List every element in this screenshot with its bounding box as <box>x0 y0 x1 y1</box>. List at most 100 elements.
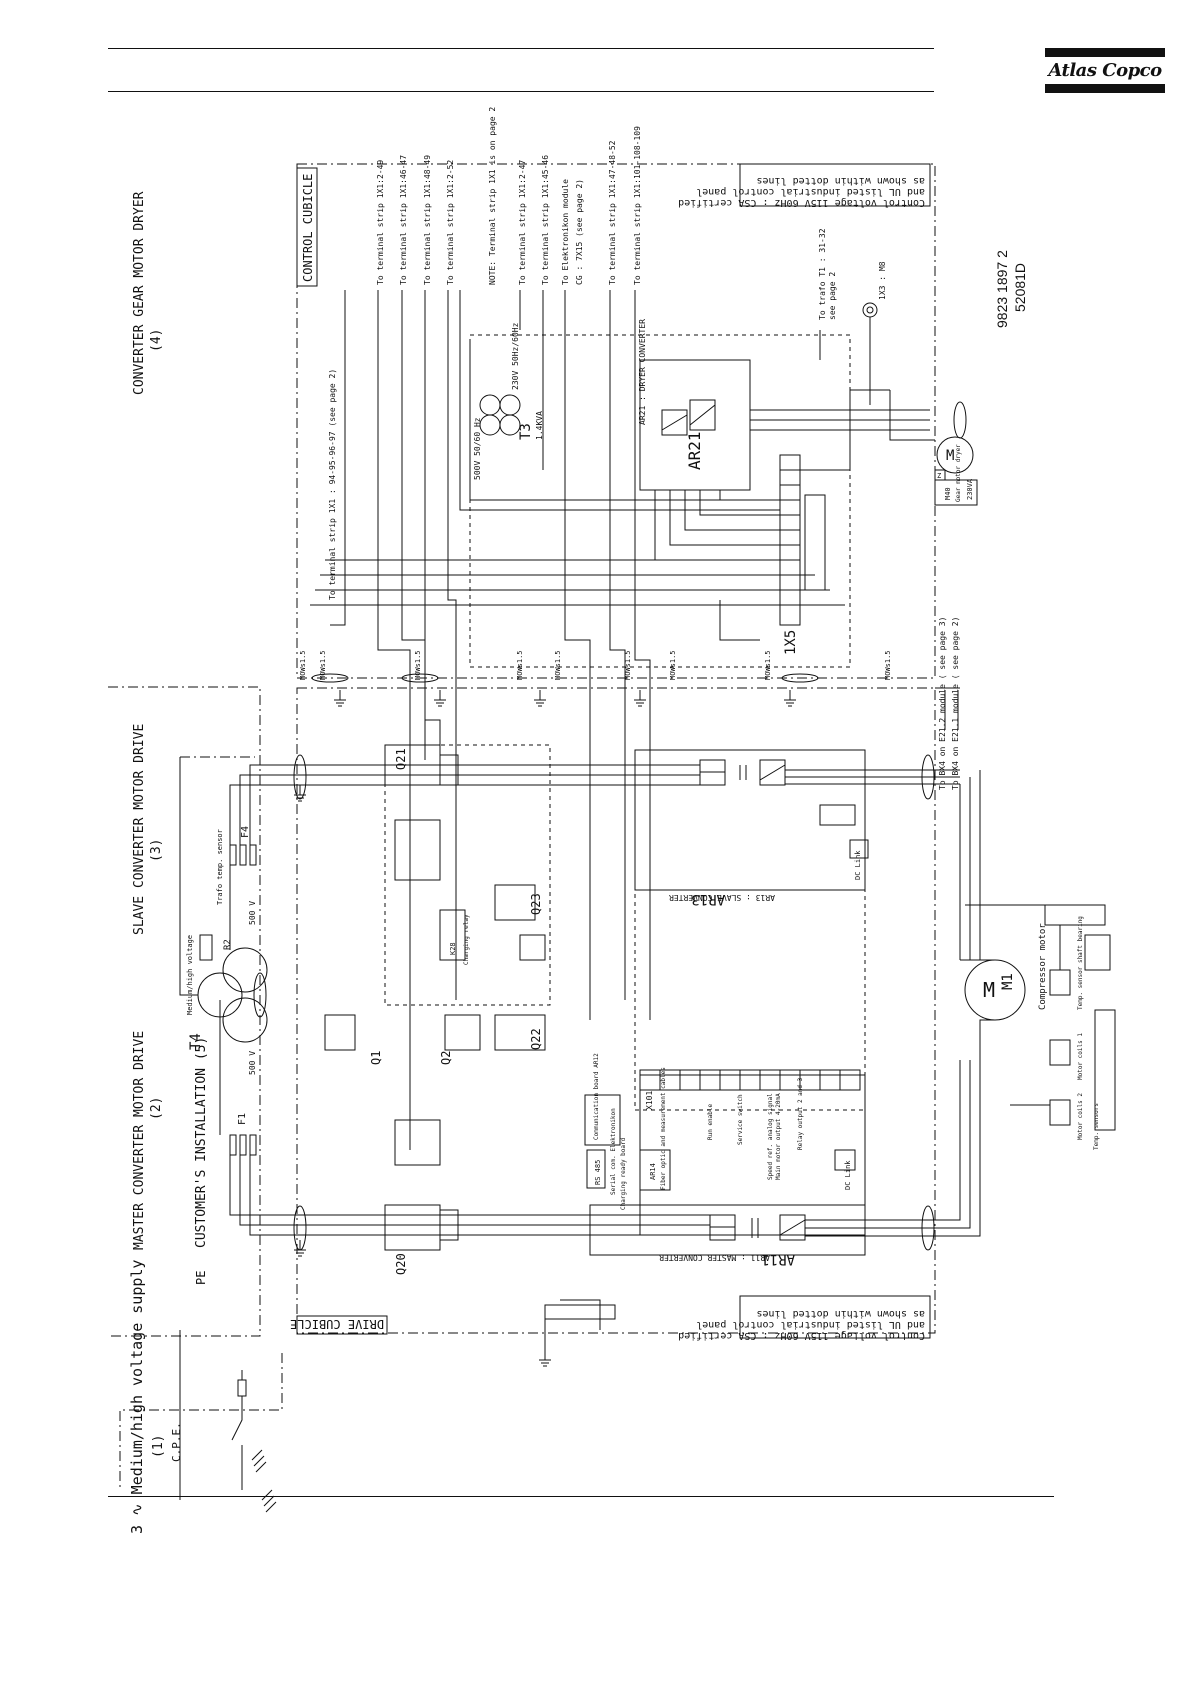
dryer-wire-5 <box>684 490 780 531</box>
m1-coil-sensor-2 <box>1049 1099 1071 1126</box>
m1-aux-box <box>1084 934 1111 971</box>
supply-feed <box>179 757 198 996</box>
atlas-copco-logo: Atlas Copco <box>1045 48 1165 94</box>
q1-label: Q1 <box>369 1051 383 1065</box>
header-rule-top <box>108 48 934 49</box>
slave-converter-area: AR13 AR13 : SLAVE CONVERTER DC Link <box>634 749 869 907</box>
z-label: Z <box>937 472 941 480</box>
terminal-ref-4: To terminal strip 1X1:2-52 <box>446 160 455 285</box>
master-bus-l2 <box>239 1155 710 1226</box>
trafo-page-ref: see page 2 <box>828 272 837 320</box>
m1-bearing-sensor <box>1049 969 1071 996</box>
supply-fuse <box>237 1379 247 1397</box>
fiber-label: Fiber optic and measurement cables <box>660 1067 667 1190</box>
ar21-rect-diag <box>661 414 688 431</box>
q20-label: Q20 <box>394 1253 408 1275</box>
gland-9 <box>953 401 967 439</box>
note-top-box <box>739 163 931 207</box>
m40-motor <box>936 436 974 474</box>
cable-label-2: MOWs1.5 <box>414 650 422 680</box>
drive-cubicle-box <box>296 1315 388 1335</box>
slave-num: (3) <box>149 839 164 862</box>
pe-label: PE <box>194 1271 208 1285</box>
dc-link-slave: DC Link <box>854 850 862 880</box>
drop-9 <box>634 290 651 1020</box>
master-num: (2) <box>149 1097 164 1120</box>
relay-panel-boundary <box>384 744 551 1006</box>
t4-desc: Medium/high voltage <box>186 935 194 1015</box>
ground-5 <box>784 690 796 707</box>
ar14-label: AR14 <box>649 1163 657 1180</box>
dryer-wire-6 <box>699 490 780 516</box>
x3-label: 1X3 : M8 <box>878 261 887 300</box>
dryer-wire-12 <box>719 600 760 641</box>
slave-label: SLAVE CONVERTER MOTOR DRIVE <box>132 724 147 935</box>
t4-label: T4 <box>188 1033 204 1050</box>
terminal-ref-9: To terminal strip 1X1:47-48-52 <box>608 140 617 285</box>
dryer-wire-1 <box>459 290 780 511</box>
x5-terminals <box>780 469 800 606</box>
ar11-desc: AR11 : MASTER CONVERTER <box>659 1253 770 1262</box>
supply-label: 3 ∿ Medium/high voltage supply <box>128 1260 146 1534</box>
cable-label-9: MOWs1.5 <box>299 650 307 680</box>
slave-bus-l3 <box>249 764 700 845</box>
k28-desc: Charging relay <box>463 914 470 965</box>
master-out-2 <box>805 1060 971 1229</box>
f1-fuse-c <box>249 1134 257 1156</box>
f4-fuse-b <box>239 844 247 866</box>
t4-winding-2 <box>222 997 268 1043</box>
f1-fuse-b <box>239 1134 247 1156</box>
t3-rating: 1.4KVA <box>535 411 544 440</box>
gland-5 <box>293 1205 307 1251</box>
cable-glands <box>253 401 967 1251</box>
strip-94-ref: To terminal strip 1X1 : 94-95-96-97 (see… <box>328 369 337 600</box>
f4-fuse-c <box>249 844 257 866</box>
m1-feed-master <box>979 1019 995 1060</box>
master-bus-l3 <box>249 1155 710 1236</box>
cable-label-3: MOWs1.5 <box>516 650 524 680</box>
ar21-box <box>639 359 751 491</box>
m40-feed <box>889 390 935 441</box>
x5-terminal-block <box>779 454 801 626</box>
terminal-ref-1: To terminal strip 1X1:2-49 <box>376 160 385 285</box>
m1-symbol: M <box>983 978 995 1002</box>
m40-rating: 230VA <box>966 478 974 500</box>
supply-slash <box>251 1449 267 1473</box>
k28-aux <box>519 934 546 961</box>
logo-bar-top <box>1045 48 1165 57</box>
document-number-block: 9823 1897 24/1 52081D <box>985 230 1065 330</box>
ground-1 <box>334 690 346 707</box>
ar11-inv-diag <box>779 1219 806 1236</box>
dryer-wire-4 <box>669 490 780 546</box>
document-number-svg: 9823 1897 24/1 52081D <box>994 230 1028 328</box>
ground-8 <box>539 1350 551 1367</box>
supply-slash-2 <box>261 1489 277 1513</box>
m40-box <box>934 479 978 506</box>
m1-coil-label: Motor coils 1 <box>1077 1033 1084 1080</box>
ar13-box <box>634 749 866 891</box>
pe-busbar <box>544 1304 616 1320</box>
m1-coil2-label: Motor coils 2 <box>1077 1093 1084 1140</box>
master-out-1 <box>805 1060 961 1221</box>
ar12-box <box>584 1094 621 1146</box>
power-busbars <box>179 757 981 1500</box>
q23-label: Q23 <box>529 893 543 915</box>
ar11-label: AR11 <box>761 1251 795 1267</box>
ground-2 <box>434 690 446 707</box>
note-bottom-line2: and UL listed industrial control panel <box>696 1319 925 1330</box>
dryer-converter-area: AR21 AR21 : DRYER CONVERTER T3 1.4KVA 50… <box>310 261 978 655</box>
gland-3 <box>781 673 819 683</box>
note-top-line3: as shown within dotted lines <box>756 175 925 186</box>
ar12-label: Communication board AR12 <box>593 1053 600 1140</box>
cable-label-4: MOWs1.5 <box>554 650 562 680</box>
ar21-inverter <box>689 399 716 431</box>
run-enable-label: Run enable <box>707 1103 714 1140</box>
ground-3 <box>534 690 546 707</box>
relay-label: Relay output 2 and 3 <box>797 1077 804 1150</box>
ground-4 <box>634 690 646 707</box>
cable-label-6: MOWs1.5 <box>669 650 677 680</box>
ar13-inverter <box>759 759 786 786</box>
drop-7 <box>564 290 591 1020</box>
ar21-label: AR21 <box>685 431 704 470</box>
ar21-rectifier <box>661 409 688 436</box>
